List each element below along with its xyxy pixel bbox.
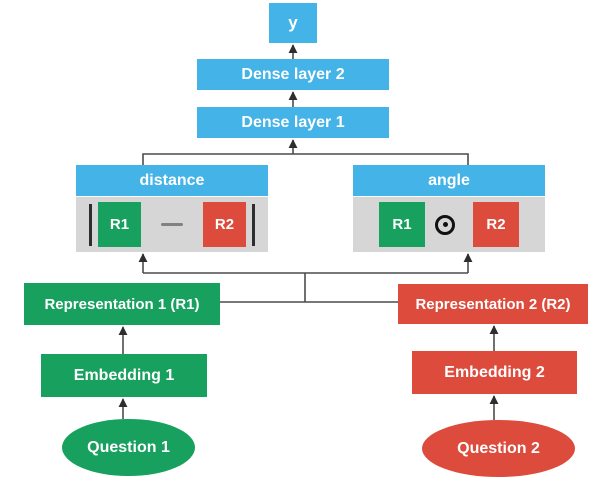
distance-r2-chip: R2 <box>203 202 246 247</box>
minus-icon <box>161 223 183 226</box>
distance-r1-chip: R1 <box>98 202 141 247</box>
distance-group: distance R1 R2 <box>76 165 268 252</box>
circled-dot-center <box>442 222 448 227</box>
output-y-node: y <box>269 3 317 43</box>
embedding-2-node: Embedding 2 <box>412 351 577 394</box>
embedding-1-node: Embedding 1 <box>41 354 207 397</box>
absolute-value-bar-left-icon <box>89 203 92 246</box>
circled-dot-icon <box>435 214 455 235</box>
angle-r1-chip: R1 <box>379 202 425 247</box>
distance-body: R1 R2 <box>76 197 268 252</box>
angle-header: angle <box>353 165 545 196</box>
question-2-node: Question 2 <box>422 420 575 477</box>
angle-body: R1 R2 <box>353 197 545 252</box>
absolute-value-bar-right-icon <box>252 203 255 246</box>
dense-layer-1-node: Dense layer 1 <box>197 107 389 138</box>
representation-2-node: Representation 2 (R2) <box>398 284 588 324</box>
distance-header: distance <box>76 165 268 196</box>
angle-group: angle R1 R2 <box>353 165 545 252</box>
question-1-node: Question 1 <box>62 419 195 476</box>
dense-layer-2-node: Dense layer 2 <box>197 59 389 90</box>
angle-r2-chip: R2 <box>473 202 519 247</box>
representation-1-node: Representation 1 (R1) <box>24 283 220 325</box>
